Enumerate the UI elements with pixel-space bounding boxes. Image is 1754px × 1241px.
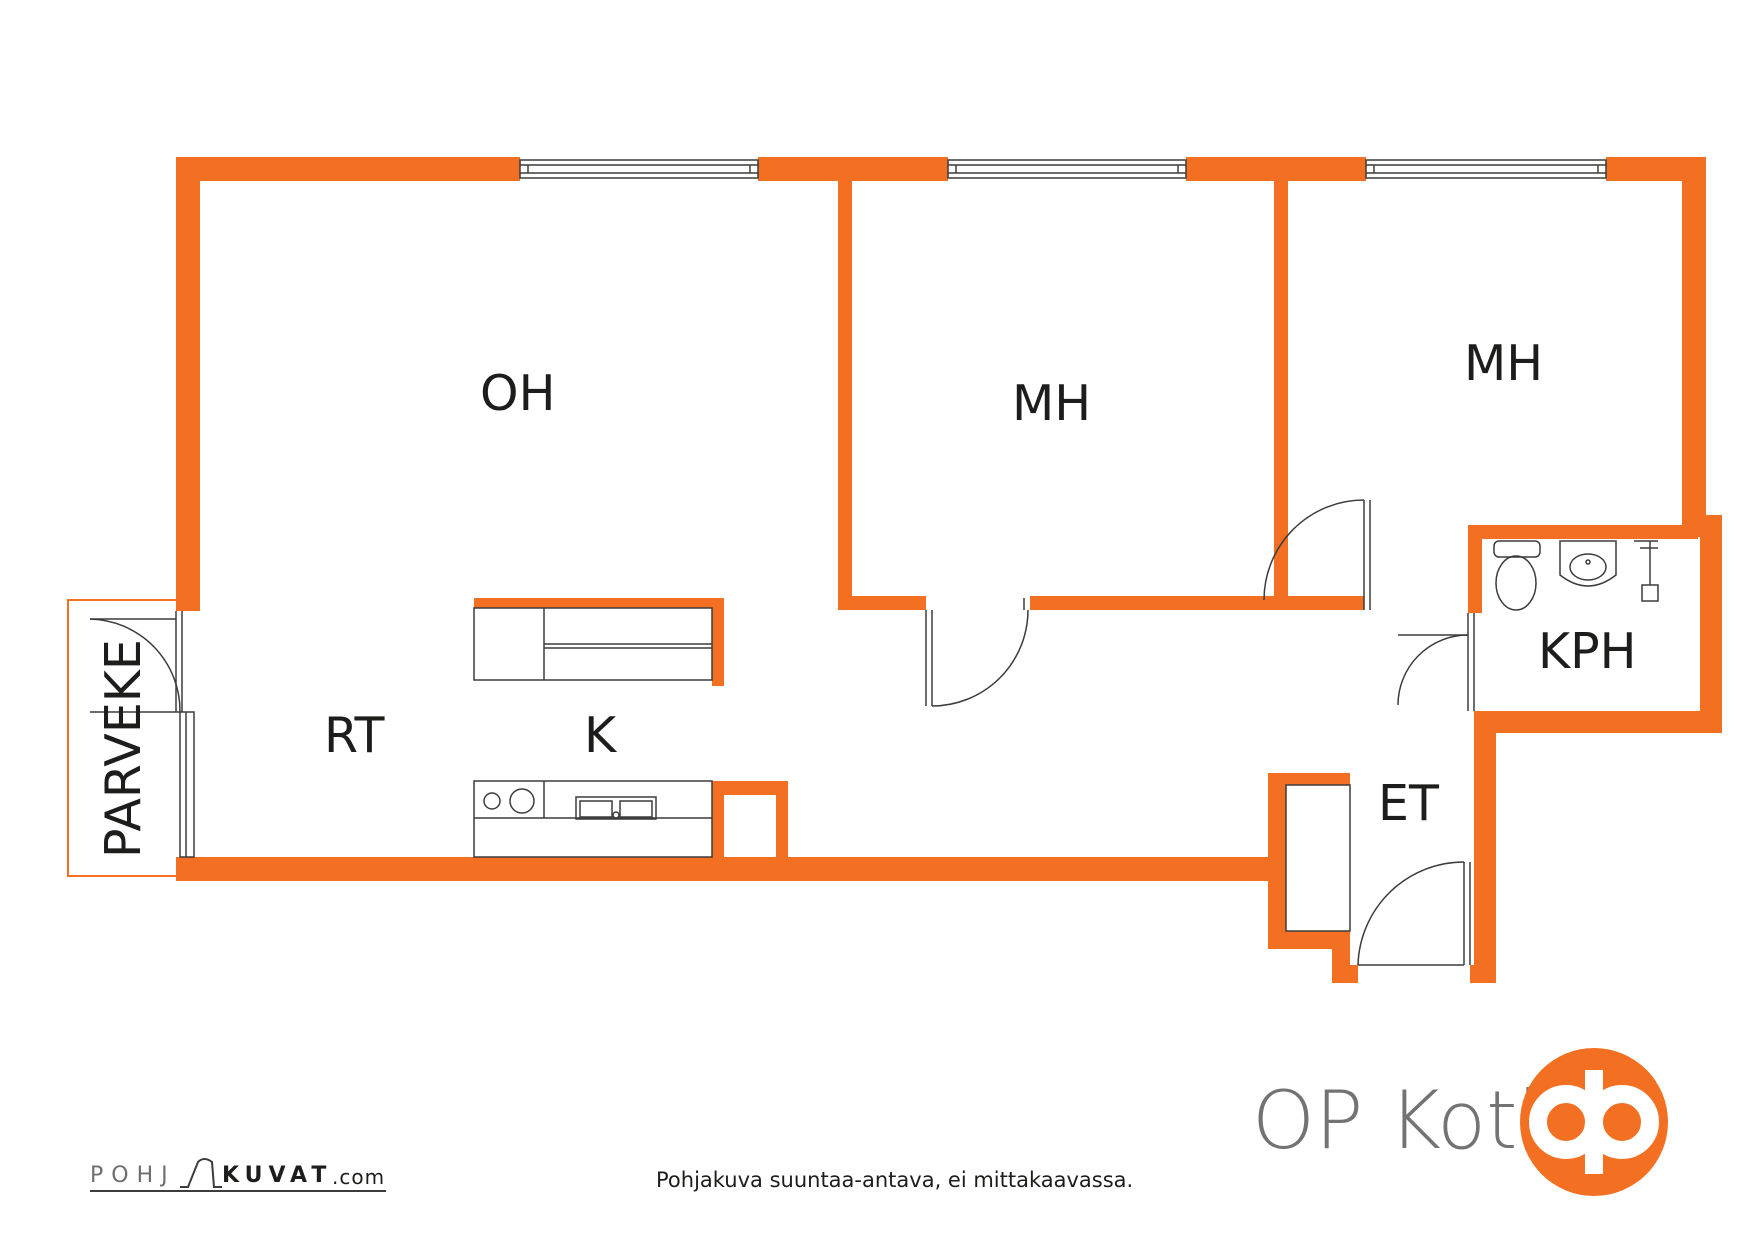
room-label-kph: KPH <box>1538 623 1637 680</box>
windows <box>179 159 1607 858</box>
door-swing-icon <box>925 598 1029 707</box>
wall-closet-top <box>1274 773 1350 785</box>
room-label-et: ET <box>1378 775 1440 832</box>
room-labels: OH MH MH RT K KPH ET PARVEKE <box>95 335 1637 858</box>
wall-entry-left <box>1332 965 1358 983</box>
credit-right: KUVAT <box>222 1163 332 1188</box>
room-label-mh-middle: MH <box>1012 375 1091 432</box>
wall-bath-top <box>1468 525 1698 539</box>
wall-mh-mh <box>1274 176 1288 598</box>
wall-island-right <box>712 598 724 686</box>
op-logo-icon <box>1520 1048 1668 1196</box>
wall-mh1-bottom-b <box>1030 596 1280 610</box>
wall-mh2-bottom <box>1274 596 1364 610</box>
credit-left: POHJ <box>90 1163 176 1188</box>
door-swing-icon <box>1357 861 1471 966</box>
window-icon <box>179 711 195 858</box>
wall-entry-right <box>1470 965 1496 983</box>
room-label-k: K <box>584 707 618 764</box>
credit-swoosh <box>180 1158 222 1188</box>
kitchen-sink-icon <box>575 796 657 820</box>
window-icon <box>519 159 759 179</box>
entrance-closet <box>1285 784 1351 932</box>
window-icon <box>947 159 1187 179</box>
kitchen-fixtures <box>473 607 1351 932</box>
wall-closet-bottom <box>1268 931 1350 949</box>
wall-closet-left <box>1268 773 1286 949</box>
door-swing-icon <box>1263 499 1371 610</box>
room-label-mh-right: MH <box>1464 335 1543 392</box>
sink-icon <box>1559 540 1617 587</box>
wall-right-upper <box>1682 157 1706 525</box>
credit-logo: POHJ KUVAT .com <box>90 1158 386 1192</box>
disclaimer: Pohjakuva suuntaa-antava, ei mittakaavas… <box>656 1168 1133 1192</box>
footer: POHJ KUVAT .com Pohjakuva suuntaa-antava… <box>90 1048 1668 1196</box>
wall-mh1-bottom-a <box>838 596 926 610</box>
walls <box>176 157 1722 983</box>
window-icon <box>1365 159 1607 179</box>
credit-suffix: .com <box>332 1165 385 1189</box>
wall-entrance-right <box>1474 711 1496 983</box>
wall-bath-left-upper <box>1468 525 1482 613</box>
balcony <box>67 599 176 877</box>
kitchen-counter <box>473 780 713 858</box>
wall-bath-bottom <box>1474 711 1722 733</box>
wall-left <box>176 157 200 611</box>
stove-icon <box>483 781 545 818</box>
doors <box>89 499 1475 966</box>
room-label-parveke: PARVEKE <box>95 639 152 858</box>
wall-top-2 <box>758 157 948 181</box>
brand-name: OP Koti <box>1252 1074 1540 1167</box>
room-label-oh: OH <box>480 365 555 422</box>
wall-island-top <box>474 598 724 608</box>
wall-bottom <box>176 857 1280 881</box>
toilet-icon <box>1493 540 1541 611</box>
bathroom-fixtures <box>1493 540 1659 611</box>
wall-oh-mh <box>838 176 852 610</box>
door-swing-icon <box>89 611 183 713</box>
room-label-rt: RT <box>324 707 385 764</box>
wall-bath-right <box>1700 515 1722 733</box>
wall-shaft-top <box>712 781 788 795</box>
wall-shaft-left <box>712 781 724 861</box>
wall-top-1 <box>176 157 520 181</box>
wall-shaft-right <box>776 781 788 861</box>
shower-icon <box>1634 540 1659 602</box>
door-swing-icon <box>1397 613 1475 711</box>
